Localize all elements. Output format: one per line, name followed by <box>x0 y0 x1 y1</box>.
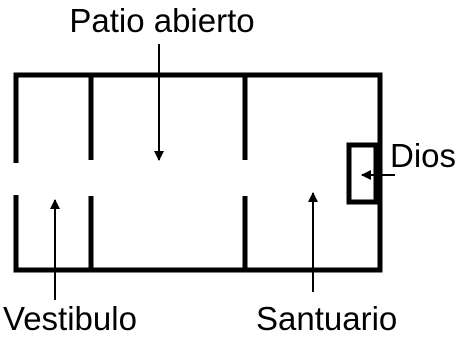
vestibule-label: Vestibulo <box>3 300 137 337</box>
god-niche <box>346 142 379 205</box>
open-courtyard-label: Patio abierto <box>69 2 254 39</box>
sanctuary-label: Santuario <box>256 300 397 337</box>
temple-outer-wall <box>13 72 383 273</box>
god-label: Dios <box>390 137 456 174</box>
